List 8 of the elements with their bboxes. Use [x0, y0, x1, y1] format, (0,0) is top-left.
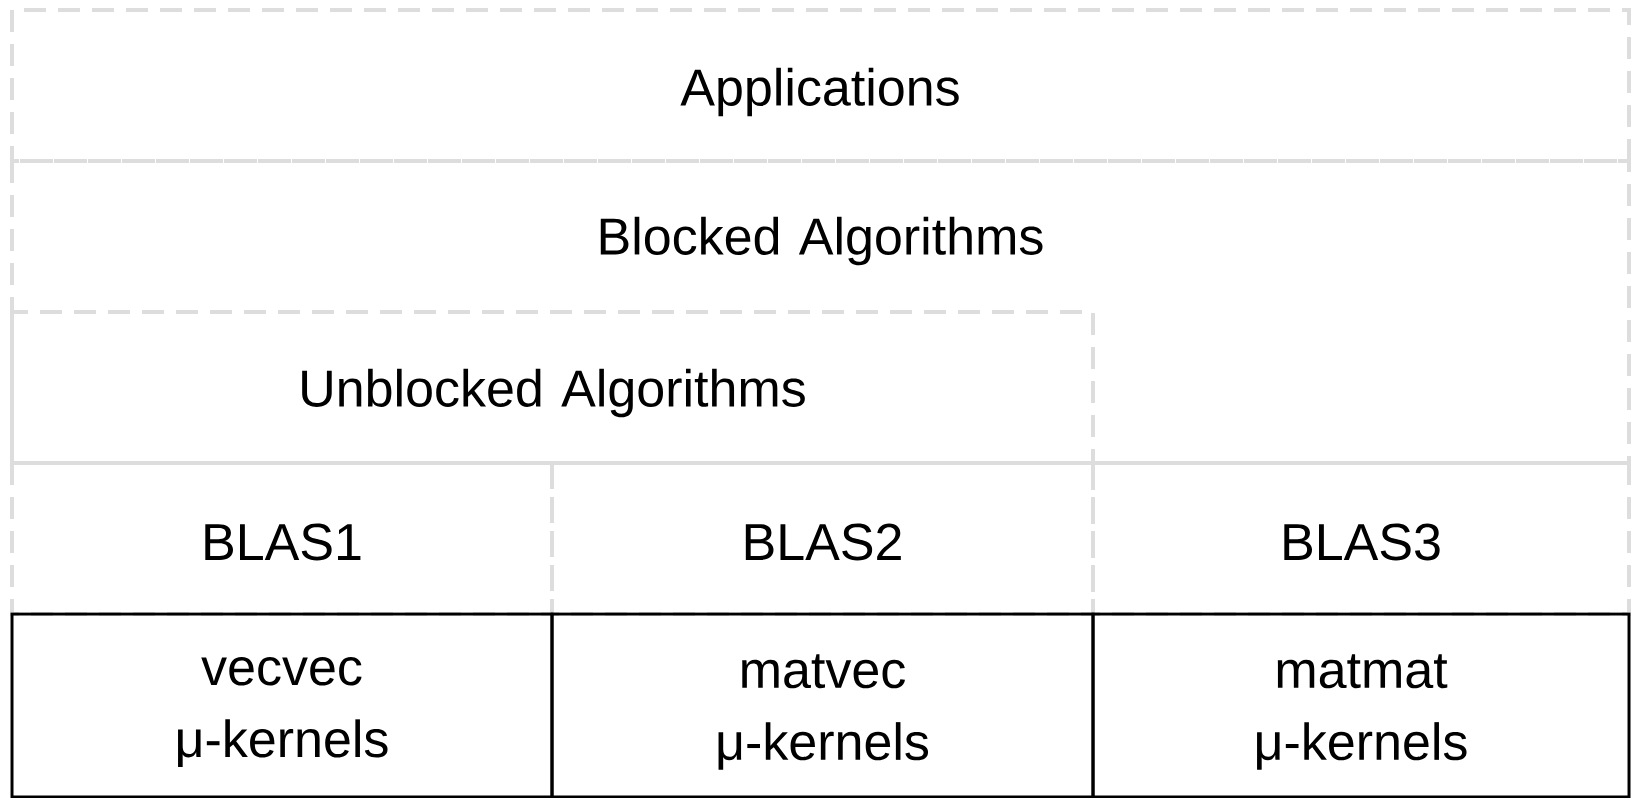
layer-box: BLAS1	[10, 461, 554, 616]
layer-box: BLAS2	[550, 461, 1095, 616]
layer-box: BLAS3	[1091, 461, 1631, 616]
layer-box: Unblocked Algorithms	[10, 310, 1095, 465]
layer-box: Applications	[10, 8, 1631, 163]
kernel-box: vecvec μ-kernels	[10, 612, 554, 798]
kernel-box: matmat μ-kernels	[1091, 612, 1631, 798]
kernel-box: matvec μ-kernels	[550, 612, 1095, 798]
